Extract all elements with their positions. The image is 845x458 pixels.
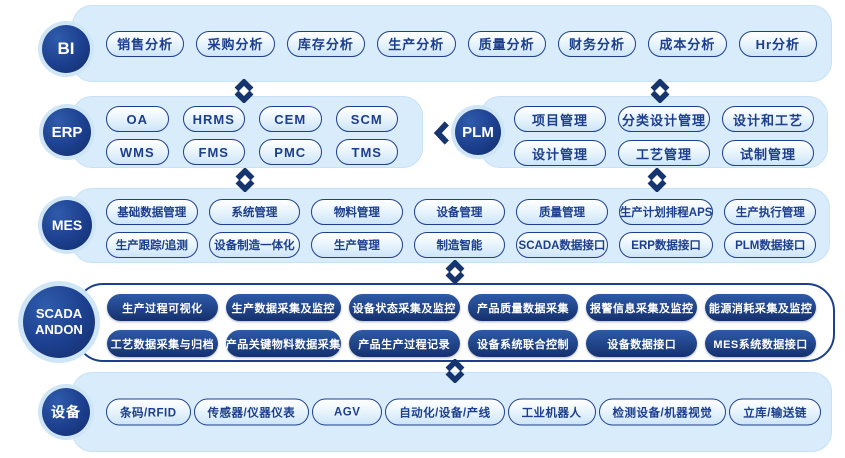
diagram-pill: 设备状态采集及监控 bbox=[348, 294, 460, 321]
diagram-pill: 设备制造一体化 bbox=[208, 232, 301, 258]
diagram-pill: 自动化/设备/产线 bbox=[385, 398, 505, 426]
left-arrow-icon bbox=[433, 120, 450, 146]
diagram-pill: 系统管理 bbox=[208, 199, 301, 225]
scada-andon-layer-panel: 生产过程可视化生产数据采集及监控设备状态采集及监控产品质量数据采集报警信息采集及… bbox=[75, 283, 835, 362]
mes-pill-group: 基础数据管理系统管理物料管理设备管理质量管理生产计划排程APS 生产执行管理生产跟… bbox=[106, 199, 816, 258]
diagram-pill: 试制管理 bbox=[722, 140, 814, 166]
diagram-pill: 质量分析 bbox=[467, 30, 546, 57]
bidirectional-arrow-icon bbox=[644, 168, 670, 192]
diagram-pill: 项目管理 bbox=[514, 106, 606, 132]
equipment-label: 设备 bbox=[51, 404, 81, 420]
diagram-pill: 生产跟踪/追测 bbox=[106, 232, 198, 258]
diagram-pill: 工业机器人 bbox=[507, 398, 596, 426]
bi-layer-panel: 销售分析采购分析库存分析生产分析质量分析财务分析成本分析 Hr分析 bbox=[72, 5, 832, 82]
diagram-pill: 产品质量数据采集 bbox=[467, 294, 579, 321]
scada-label-line1: SCADA bbox=[35, 306, 83, 322]
diagram-pill: Hr分析 bbox=[738, 30, 817, 57]
diagram-pill: AGV bbox=[312, 398, 383, 426]
diagram-pill: 财务分析 bbox=[557, 30, 637, 57]
diagram-pill: 设计管理 bbox=[514, 140, 606, 166]
bidirectional-arrow-icon bbox=[442, 359, 468, 383]
diagram-pill: WMS bbox=[106, 139, 169, 165]
diagram-pill: 基础数据管理 bbox=[106, 199, 198, 225]
plm-layer-badge: PLM bbox=[455, 109, 501, 155]
diagram-pill: 报警信息采集及监控 bbox=[586, 294, 698, 321]
diagram-pill: 生产计划排程APS bbox=[618, 199, 714, 225]
diagram-pill: 检测设备/机器视觉 bbox=[598, 398, 727, 426]
bidirectional-arrow-icon bbox=[647, 79, 673, 103]
diagram-pill: 工艺数据采集与归档 bbox=[107, 330, 218, 357]
diagram-pill: 质量管理 bbox=[516, 199, 608, 225]
diagram-pill: 产品生产过程记录 bbox=[348, 330, 460, 357]
bi-pill-group: 销售分析采购分析库存分析生产分析质量分析财务分析成本分析 Hr分析 bbox=[106, 30, 817, 57]
diagram-pill: SCADA数据接口 bbox=[516, 232, 608, 258]
erp-layer-panel: OA HRMS CEM SCM WMS FMS PMC TMS bbox=[72, 96, 423, 168]
bi-layer-badge: BI bbox=[42, 25, 90, 73]
scada-label-line2: ANDON bbox=[35, 322, 83, 337]
diagram-pill: OA bbox=[106, 106, 169, 132]
mes-label: MES bbox=[51, 217, 83, 233]
diagram-pill: 生产数据采集及监控 bbox=[225, 294, 341, 321]
diagram-pill: 生产管理 bbox=[311, 232, 403, 258]
diagram-pill: SCM bbox=[335, 106, 398, 132]
diagram-pill: 分类设计管理 bbox=[618, 106, 710, 132]
diagram-pill: PMC bbox=[259, 139, 322, 165]
diagram-pill: FMS bbox=[182, 139, 245, 165]
mes-layer-panel: 基础数据管理系统管理物料管理设备管理质量管理生产计划排程APS 生产执行管理生产跟… bbox=[72, 188, 830, 263]
diagram-pill: 成本分析 bbox=[648, 30, 727, 57]
plm-label: PLM bbox=[462, 123, 494, 141]
diagram-pill: 库存分析 bbox=[286, 30, 366, 57]
diagram-pill: TMS bbox=[335, 139, 398, 165]
diagram-pill: CEM bbox=[259, 106, 322, 132]
scada-pill-group: 生产过程可视化生产数据采集及监控设备状态采集及监控产品质量数据采集报警信息采集及… bbox=[107, 294, 816, 357]
diagram-pill: 产品关键物料数据采集 bbox=[225, 330, 341, 357]
diagram-pill: 设备系统联合控制 bbox=[467, 330, 579, 357]
diagram-pill: 采购分析 bbox=[196, 30, 275, 57]
diagram-pill: 生产过程可视化 bbox=[107, 294, 218, 321]
bidirectional-arrow-icon bbox=[232, 168, 258, 192]
scada-andon-layer-badge: SCADA ANDON bbox=[23, 286, 95, 358]
bidirectional-arrow-icon bbox=[231, 79, 257, 103]
erp-layer-badge: ERP bbox=[43, 108, 91, 156]
diagram-pill: 设备管理 bbox=[413, 199, 506, 225]
diagram-pill: 传感器/仪器仪表 bbox=[193, 398, 310, 426]
plm-layer-panel: 项目管理分类设计管理设计和工艺设计管理工艺管理试制管理 bbox=[480, 96, 828, 168]
diagram-pill: 生产执行管理 bbox=[724, 199, 816, 225]
plm-pill-group: 项目管理分类设计管理设计和工艺设计管理工艺管理试制管理 bbox=[514, 106, 814, 166]
diagram-pill: 设计和工艺 bbox=[722, 106, 814, 132]
diagram-pill: 物料管理 bbox=[311, 199, 403, 225]
diagram-pill: PLM数据接口 bbox=[724, 232, 816, 258]
diagram-pill: 设备数据接口 bbox=[586, 330, 698, 357]
mes-layer-badge: MES bbox=[42, 200, 92, 250]
diagram-pill: ERP数据接口 bbox=[618, 232, 714, 258]
erp-pill-group: OA HRMS CEM SCM WMS FMS PMC TMS bbox=[106, 106, 398, 165]
diagram-pill: MES系统数据接口 bbox=[705, 330, 816, 357]
bidirectional-arrow-icon bbox=[442, 260, 468, 284]
diagram-pill: 制造智能 bbox=[413, 232, 506, 258]
diagram-pill: 条码/RFID bbox=[106, 398, 191, 426]
diagram-pill: 销售分析 bbox=[106, 30, 185, 57]
diagram-pill: 能源消耗采集及监控 bbox=[705, 294, 816, 321]
diagram-pill: 生产分析 bbox=[377, 30, 456, 57]
diagram-pill: HRMS bbox=[182, 106, 245, 132]
equipment-layer-badge: 设备 bbox=[42, 388, 90, 436]
diagram-pill: 立库/输送链 bbox=[729, 398, 821, 426]
bi-label: BI bbox=[57, 39, 75, 58]
erp-label: ERP bbox=[51, 123, 83, 141]
diagram-pill: 工艺管理 bbox=[618, 140, 710, 166]
